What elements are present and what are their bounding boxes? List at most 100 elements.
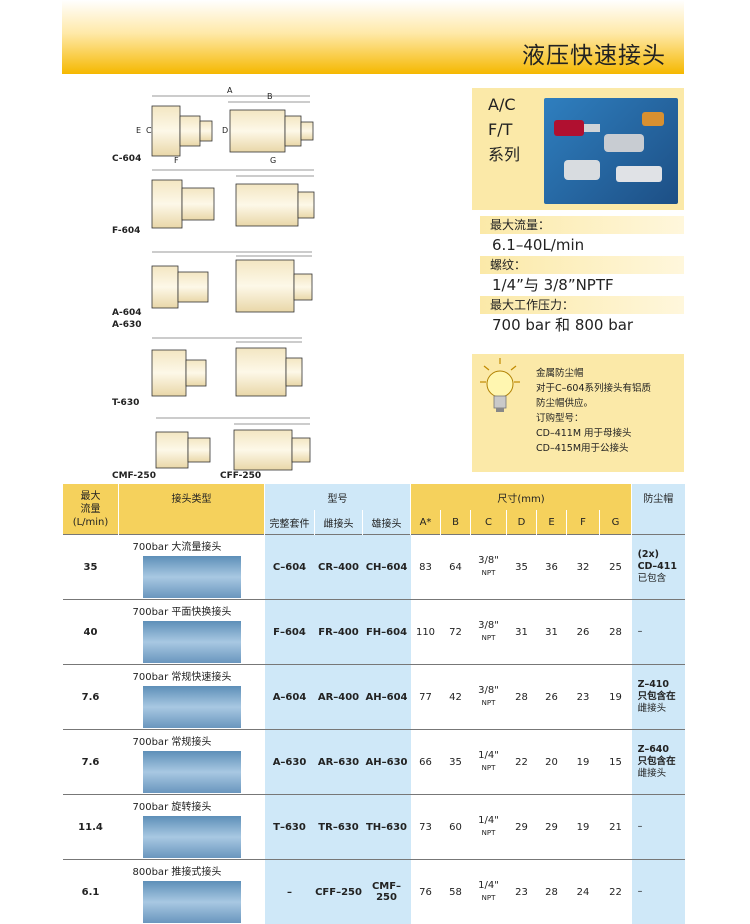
cell-dust-cap: – <box>632 795 685 860</box>
spec-list: 最大流量： 6.1–40L/min 螺纹： 1/4”与 3/8”NPTF 最大工… <box>480 216 684 336</box>
col-dust: 防尘帽 <box>632 484 685 535</box>
dust-cap-line: 只包含在 <box>638 756 685 768</box>
note-text: 金属防尘帽 对于C–604系列接头有铝质 防尘帽供应。 订购型号： CD–411… <box>536 366 651 456</box>
coupler-type-name: 700bar 大流量接头 <box>119 538 265 553</box>
series-label: A/C F/T 系列 <box>488 92 520 167</box>
cell-male: AH–630 <box>363 730 411 795</box>
cell-dim-d: 28 <box>507 665 537 730</box>
cell-dust-cap: – <box>632 600 685 665</box>
cell-dim-c: 1/4"NPT <box>471 730 507 795</box>
dim-c-value: 1/4" <box>478 880 499 891</box>
cell-dim-b: 64 <box>441 535 471 600</box>
dust-cap-line: – <box>638 626 685 638</box>
cell-female: CFF–250 <box>315 860 363 924</box>
drawing-label-cff250: CFF-250 <box>220 471 261 481</box>
cell-type: 700bar 常规快速接头 <box>119 665 265 730</box>
dim-c-value: 3/8" <box>478 620 499 631</box>
cell-male: CMF–250 <box>363 860 411 924</box>
drawing-label-cmf250: CMF-250 <box>112 471 156 481</box>
cell-female: CR–400 <box>315 535 363 600</box>
dust-cap-line: 雌接头 <box>638 768 685 780</box>
cell-kit: A–630 <box>265 730 315 795</box>
dust-cap-line: Z–640 <box>638 744 685 756</box>
cell-dim-a: 110 <box>411 600 441 665</box>
cmf250-thread <box>188 438 210 462</box>
col-flow: 最大 流量 (L/min) <box>63 484 119 535</box>
dim-c-value: 1/4" <box>478 750 499 761</box>
t630-female-nipple <box>186 360 206 386</box>
cell-dim-g: 19 <box>600 665 632 730</box>
drawing-label-t630: T-630 <box>112 398 139 408</box>
dust-cap-line: – <box>638 886 685 898</box>
cell-type: 700bar 平面快换接头 <box>119 600 265 665</box>
cell-type: 700bar 大流量接头 <box>119 535 265 600</box>
spec-flow-label: 最大流量： <box>480 216 684 234</box>
cell-kit: F–604 <box>265 600 315 665</box>
col-dim-d: D <box>507 510 537 535</box>
cell-dim-b: 58 <box>441 860 471 924</box>
dust-cap-line: – <box>638 821 685 833</box>
cell-male: CH–604 <box>363 535 411 600</box>
drawing-label-a604: A-604 <box>112 308 142 318</box>
a604-male-body <box>236 260 294 312</box>
spec-pressure-label: 最大工作压力： <box>480 296 684 314</box>
cell-female: AR–400 <box>315 665 363 730</box>
cell-dim-b: 72 <box>441 600 471 665</box>
col-dim-a: A* <box>411 510 441 535</box>
dim-tag-b: B <box>267 92 273 101</box>
dim-tag-f: F <box>174 156 179 165</box>
f604-female-nipple <box>182 188 214 220</box>
cell-dim-d: 22 <box>507 730 537 795</box>
col-dim-c: C <box>471 510 507 535</box>
cell-dim-b: 60 <box>441 795 471 860</box>
cell-kit: – <box>265 860 315 924</box>
drawing-label-f604: F-604 <box>112 226 140 236</box>
cell-dim-c: 1/4"NPT <box>471 860 507 924</box>
coupler-type-name: 700bar 常规快速接头 <box>119 668 265 683</box>
note-line: CD–415M用于公接头 <box>536 441 651 456</box>
cell-dim-e: 36 <box>537 535 567 600</box>
dim-c-unit: NPT <box>478 567 499 579</box>
dim-tag-d: D <box>222 126 228 135</box>
cell-dim-d: 31 <box>507 600 537 665</box>
cell-dim-a: 77 <box>411 665 441 730</box>
dim-c-value: 3/8" <box>478 685 499 696</box>
cell-dim-a: 76 <box>411 860 441 924</box>
cell-kit: C–604 <box>265 535 315 600</box>
note-line: CD–411M 用于母接头 <box>536 426 651 441</box>
cell-kit: T–630 <box>265 795 315 860</box>
cell-male: TH–630 <box>363 795 411 860</box>
cell-dim-d: 23 <box>507 860 537 924</box>
note-line: 金属防尘帽 <box>536 366 651 381</box>
spec-thread-value: 1/4”与 3/8”NPTF <box>480 274 684 296</box>
cell-male: AH–604 <box>363 665 411 730</box>
col-dim-f: F <box>567 510 600 535</box>
a604-male-thread <box>294 274 312 300</box>
cell-flow: 40 <box>63 600 119 665</box>
drawing-label-c604: C-604 <box>112 154 141 164</box>
dim-tag-e: E <box>136 126 141 135</box>
dust-cap-line: CD–411 <box>638 561 685 573</box>
note-line: 防尘帽供应。 <box>536 396 651 411</box>
cell-dim-c: 1/4"NPT <box>471 795 507 860</box>
drawing-label-a630: A-630 <box>112 320 142 330</box>
cell-flow: 6.1 <box>63 860 119 924</box>
col-female: 雌接头 <box>315 510 363 535</box>
coupler-type-name: 700bar 常规接头 <box>119 733 265 748</box>
drawings-svg <box>112 80 342 480</box>
cff250-body <box>234 430 292 470</box>
lightbulb-icon <box>478 356 522 422</box>
cell-dim-g: 28 <box>600 600 632 665</box>
dust-cap-line: Z–410 <box>638 679 685 691</box>
cell-dim-e: 20 <box>537 730 567 795</box>
header-banner: 液压快速接头 <box>62 0 684 74</box>
col-dims: 尺寸(mm) <box>411 484 632 510</box>
cell-dim-f: 19 <box>567 730 600 795</box>
cell-dim-d: 35 <box>507 535 537 600</box>
